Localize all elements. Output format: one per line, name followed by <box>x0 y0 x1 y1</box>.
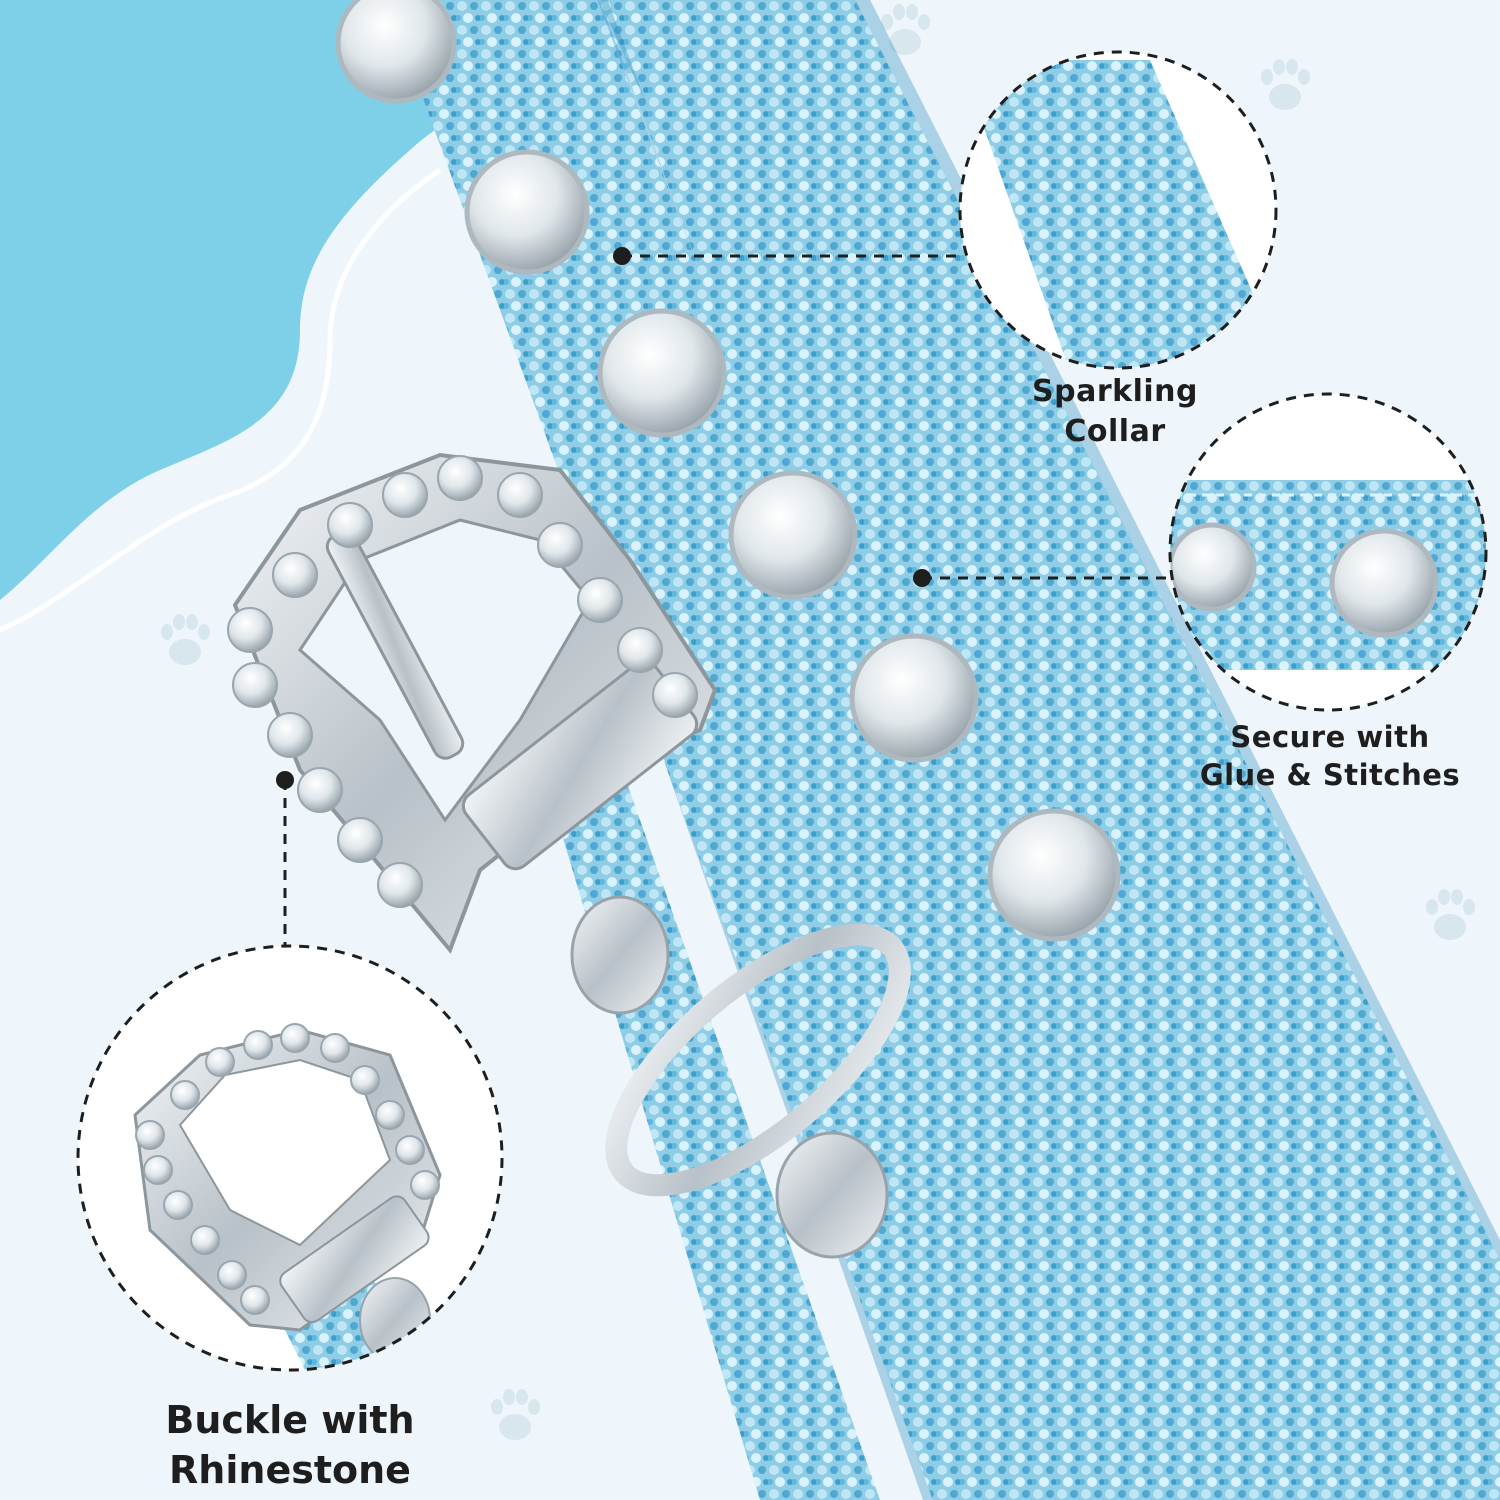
buckle-icon <box>227 452 718 954</box>
rhinestone-icon <box>849 633 979 763</box>
callout-label-buckle: Buckle with Rhinestone <box>130 1395 450 1495</box>
rhinestone-icon <box>728 470 858 600</box>
callout-line: Glue & Stitches <box>1199 758 1461 792</box>
callout-line: Collar <box>1064 414 1166 449</box>
zoom-circle-sparkling <box>958 50 1278 370</box>
callout-lines <box>283 254 1170 945</box>
zoom-circle-secure <box>1168 392 1488 712</box>
rhinestone-row <box>335 0 1121 942</box>
rhinestone-icon <box>1170 522 1257 612</box>
rhinestone-icon <box>597 308 727 438</box>
zoom-circle-buckle <box>76 944 504 1372</box>
background-blob <box>0 0 850 600</box>
rivet-icon <box>775 1131 889 1259</box>
rhinestone-icon <box>335 0 457 104</box>
collar-strap <box>380 0 1500 1500</box>
callout-label-secure: Secure with Glue & Stitches <box>1170 718 1490 794</box>
d-ring-icon <box>605 923 911 1197</box>
callout-line: Buckle with <box>165 1398 415 1442</box>
rhinestone-icon <box>987 808 1121 942</box>
callout-line: Secure with <box>1230 720 1430 754</box>
rhinestone-icon <box>464 149 590 275</box>
callout-label-sparkling: Sparkling Collar <box>1000 372 1230 452</box>
rivet-icon <box>570 895 670 1015</box>
callout-line: Sparkling <box>1032 374 1198 409</box>
callout-line: Rhinestone <box>169 1448 411 1492</box>
rhinestone-icon <box>1329 528 1439 638</box>
